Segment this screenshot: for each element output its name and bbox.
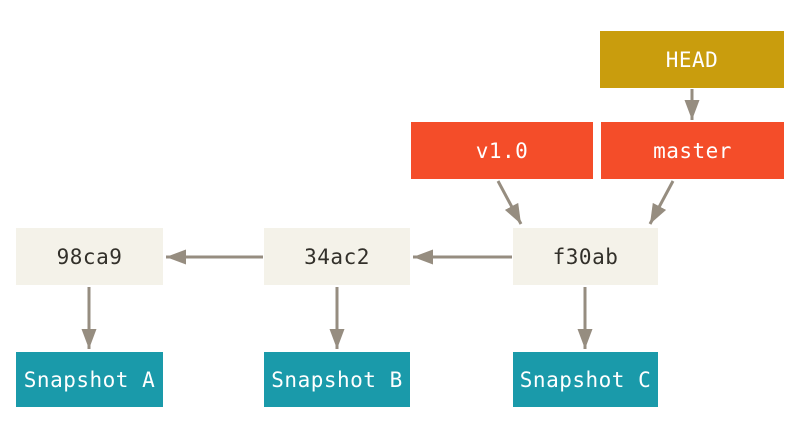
arrow-v1_0-to-f30ab	[496, 180, 523, 225]
commit-f30ab-node: f30ab	[513, 228, 658, 285]
commit-34ac2-node: 34ac2	[264, 228, 410, 285]
commit-98ca9-node: 98ca9	[16, 228, 163, 285]
head-pointer-node: HEAD	[600, 31, 784, 88]
v1_0-tag-node: v1.0	[411, 122, 593, 179]
snapshot-b-node: Snapshot B	[264, 352, 410, 407]
commit-f30ab-label: f30ab	[552, 244, 619, 269]
snapshot-c-label: Snapshot C	[519, 367, 652, 392]
commit-98ca9-label: 98ca9	[56, 244, 123, 269]
v1_0-tag-label: v1.0	[475, 138, 529, 163]
snapshot-c-node: Snapshot C	[513, 352, 658, 407]
snapshot-a-node: Snapshot A	[16, 352, 163, 407]
master-branch-label: master	[653, 138, 732, 163]
snapshot-b-label: Snapshot B	[271, 367, 403, 392]
master-branch-node: master	[601, 122, 784, 179]
arrow-master-to-f30ab	[648, 180, 675, 225]
snapshot-a-label: Snapshot A	[23, 367, 156, 392]
head-pointer-label: HEAD	[665, 47, 719, 72]
commit-34ac2-label: 34ac2	[304, 244, 370, 269]
